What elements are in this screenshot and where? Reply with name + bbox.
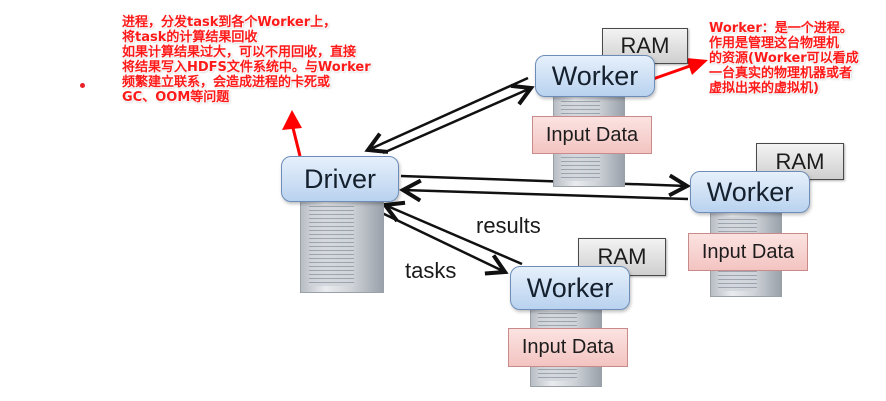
worker3-label: Worker: [526, 272, 614, 303]
driver-label: Driver: [304, 163, 376, 194]
driver-annotation: 进程，分发task到各个Worker上， 将task的计算结果回收 如果计算结果…: [122, 15, 371, 105]
callout-arrowhead-driver: [282, 110, 302, 130]
worker1-ram-label: RAM: [620, 33, 670, 58]
arrow-driver-to-worker3: [381, 211, 509, 276]
results-label: results: [476, 213, 541, 238]
arrow-worker2-to-driver: [398, 178, 689, 203]
callout-arrow-driver: [291, 127, 302, 157]
worker3-ram-label: RAM: [597, 244, 647, 269]
worker2-label: Worker: [706, 176, 794, 207]
bullet-dot: [80, 83, 85, 88]
arrow-driver-to-worker2: [400, 173, 692, 198]
worker1-input-data: Input Data: [532, 116, 652, 154]
worker3-input-label: Input Data: [521, 336, 615, 358]
callout-arrow-worker: [652, 64, 691, 81]
tasks-label: tasks: [405, 258, 457, 283]
worker3-node: Worker: [510, 266, 630, 310]
worker1-input-label: Input Data: [545, 123, 639, 146]
driver-node: Driver: [281, 156, 399, 202]
worker1-label: Worker: [551, 60, 639, 91]
worker2-node: Worker: [690, 171, 810, 213]
arrow-worker1-to-driver: [364, 76, 529, 154]
worker2-ram-label: RAM: [775, 148, 825, 174]
callout-arrowhead-worker: [686, 58, 708, 75]
worker1-node: Worker: [535, 55, 655, 97]
worker3-input-data: Input Data: [508, 328, 628, 367]
arrow-worker3-to-driver: [381, 200, 523, 266]
arrow-driver-to-worker1: [382, 83, 535, 155]
driver-server-icon: [300, 198, 384, 293]
worker2-input-label: Input Data: [701, 240, 795, 263]
worker-annotation: Worker：是一个进程。 作用是管理这台物理机 的资源(Worker可以看成 …: [709, 21, 859, 96]
worker2-input-data: Input Data: [688, 233, 808, 271]
